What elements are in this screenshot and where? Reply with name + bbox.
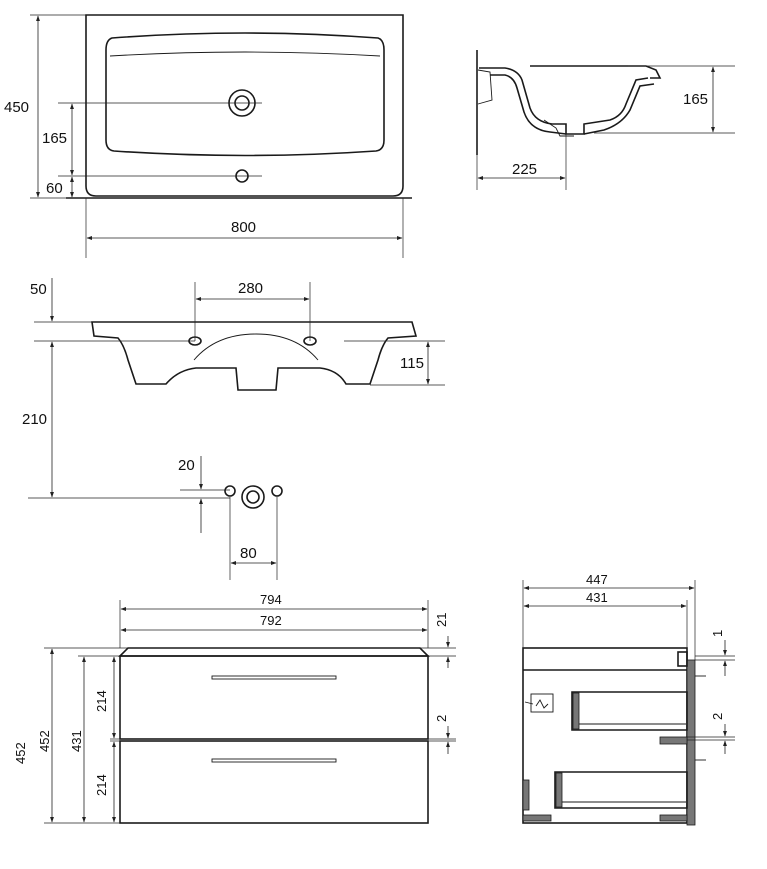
cabinet-upper-drawer <box>119 655 429 740</box>
cabinet-lower-drawer <box>119 740 429 824</box>
dim-drain-height: 210 <box>22 411 47 428</box>
dim-tap-spacing: 280 <box>238 280 263 297</box>
cabinet-side-view: 447 431 1 2 <box>522 572 735 826</box>
dim-cabinet-outer-width: 794 <box>260 592 282 607</box>
dim-bowl-height: 115 <box>400 355 424 372</box>
basin-front-section: 280 50 115 210 <box>22 278 445 498</box>
bowl-outline <box>105 32 385 157</box>
cabinet-top <box>118 647 430 657</box>
bowl-inner-curve <box>109 51 381 57</box>
upper-handle <box>211 675 337 680</box>
left-valve <box>224 485 236 497</box>
right-valve <box>271 485 283 497</box>
dim-width: 800 <box>231 219 256 236</box>
center-valve-inner <box>246 490 260 504</box>
dim-cabinet-inner-width: 792 <box>260 613 282 628</box>
tap-detail: 20 80 <box>28 456 283 580</box>
hinge-detail <box>530 693 554 713</box>
basin-top-view: 450 165 60 800 <box>4 14 412 258</box>
cabinet-side-body <box>522 647 688 824</box>
center-valve-outer <box>241 485 265 509</box>
dim-side-outer-width: 447 <box>586 572 608 587</box>
dim-lower-drawer: 214 <box>94 774 109 796</box>
dim-side-inner-width: 431 <box>586 590 608 605</box>
dim-depth: 450 <box>4 99 29 116</box>
dim-valve-spacing: 80 <box>240 545 257 562</box>
cabinet-front-view: 794 792 21 2 452 452 431 214 214 <box>13 592 456 824</box>
dim-height-outer: 452 <box>13 742 28 764</box>
back-panel <box>686 659 696 826</box>
front-section-outline <box>91 321 418 391</box>
dim-upper-drawer: 214 <box>94 690 109 712</box>
dim-valve-offset: 20 <box>178 457 195 474</box>
basin-side-view: 165 225 <box>476 50 735 190</box>
lower-handle <box>211 758 337 763</box>
dim-drain-offset: 225 <box>512 161 537 178</box>
dim-side-mid-gap: 2 <box>710 713 725 720</box>
dim-height-inner: 452 <box>37 730 52 752</box>
dim-rim-height: 50 <box>30 281 47 298</box>
dim-side-top-gap: 1 <box>710 630 725 637</box>
upper-drawer-box <box>571 691 688 731</box>
lower-drawer-box <box>554 771 688 809</box>
dim-top-gap: 21 <box>434 613 449 627</box>
dim-body-height: 431 <box>69 730 84 752</box>
dim-tap-offset: 165 <box>42 130 67 147</box>
dim-bowl-depth: 165 <box>683 91 708 108</box>
dim-overflow-offset: 60 <box>46 180 63 197</box>
dim-drawer-gap: 2 <box>434 715 449 722</box>
basin-outline <box>85 14 404 197</box>
